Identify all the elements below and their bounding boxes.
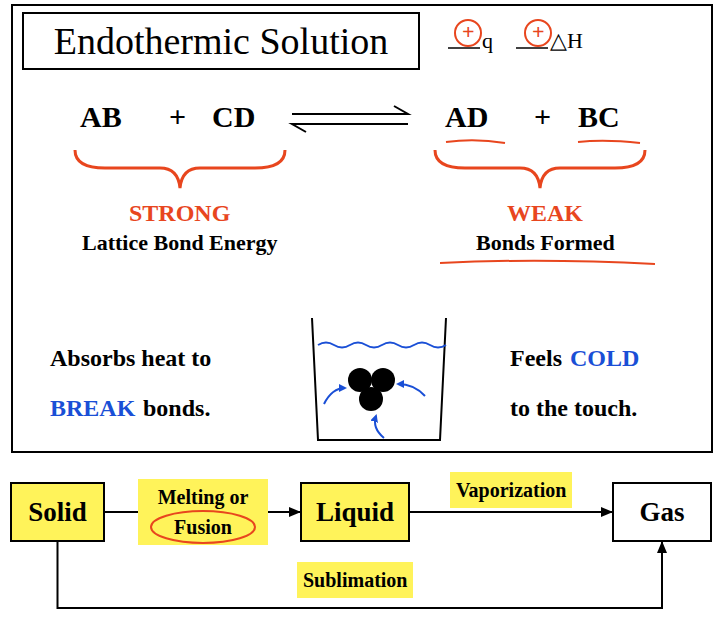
- sign-mark: +: [532, 19, 545, 44]
- symbol-label: q: [482, 28, 493, 53]
- equilibrium-arrow: [292, 106, 408, 132]
- emphasis-word: STRONG: [129, 200, 230, 228]
- state-box: Solid: [10, 482, 105, 542]
- formula: AD: [445, 100, 488, 135]
- blank-line: [516, 47, 548, 49]
- highlight-circle: [151, 511, 255, 543]
- transition-arrow: [410, 511, 612, 513]
- beaker: [312, 318, 446, 440]
- plus-sign: +: [169, 100, 186, 135]
- note-text: Absorbs heat to: [50, 345, 211, 373]
- node-label: Solid: [28, 497, 87, 528]
- node-label: Gas: [639, 497, 684, 528]
- solute-particles: [348, 368, 395, 411]
- edge-label: Melting or Fusion: [138, 479, 268, 545]
- formula: AB: [80, 100, 122, 135]
- emphasis-word: COLD: [570, 345, 639, 373]
- formula: CD: [212, 100, 255, 135]
- sign-circle: [455, 20, 481, 46]
- note-text: bonds.: [143, 395, 210, 423]
- node-label: Liquid: [316, 497, 394, 528]
- brace: [435, 150, 645, 188]
- note-text: to the touch.: [510, 395, 637, 423]
- blank-line: [448, 47, 480, 49]
- symbol-label: △H: [550, 28, 583, 53]
- panel-border: [12, 5, 712, 452]
- brace: [75, 150, 285, 188]
- sign-circle: [525, 20, 551, 46]
- heat-arrows: [324, 384, 425, 438]
- plus-sign: +: [534, 100, 551, 135]
- formula: BC: [578, 100, 620, 135]
- state-box: Liquid: [300, 482, 410, 542]
- edge-label: Sublimation: [297, 562, 413, 598]
- sign-mark: +: [462, 19, 475, 44]
- node-label: Endothermic Solution: [54, 19, 389, 63]
- state-box: Gas: [612, 482, 712, 542]
- transition-arrow: [58, 542, 663, 608]
- title-box: Endothermic Solution: [22, 12, 420, 70]
- note-text: Feels: [510, 345, 562, 373]
- emphasis-word: WEAK: [507, 200, 583, 228]
- water-surface: [318, 343, 446, 348]
- underline: [578, 141, 640, 143]
- emphasis-word: BREAK: [50, 395, 135, 423]
- caption-text: Bonds Formed: [476, 230, 615, 255]
- caption-text: Lattice Bond Energy: [82, 230, 278, 255]
- underline: [440, 261, 655, 264]
- edge-label: Vaporization: [450, 472, 572, 508]
- underline: [446, 140, 505, 143]
